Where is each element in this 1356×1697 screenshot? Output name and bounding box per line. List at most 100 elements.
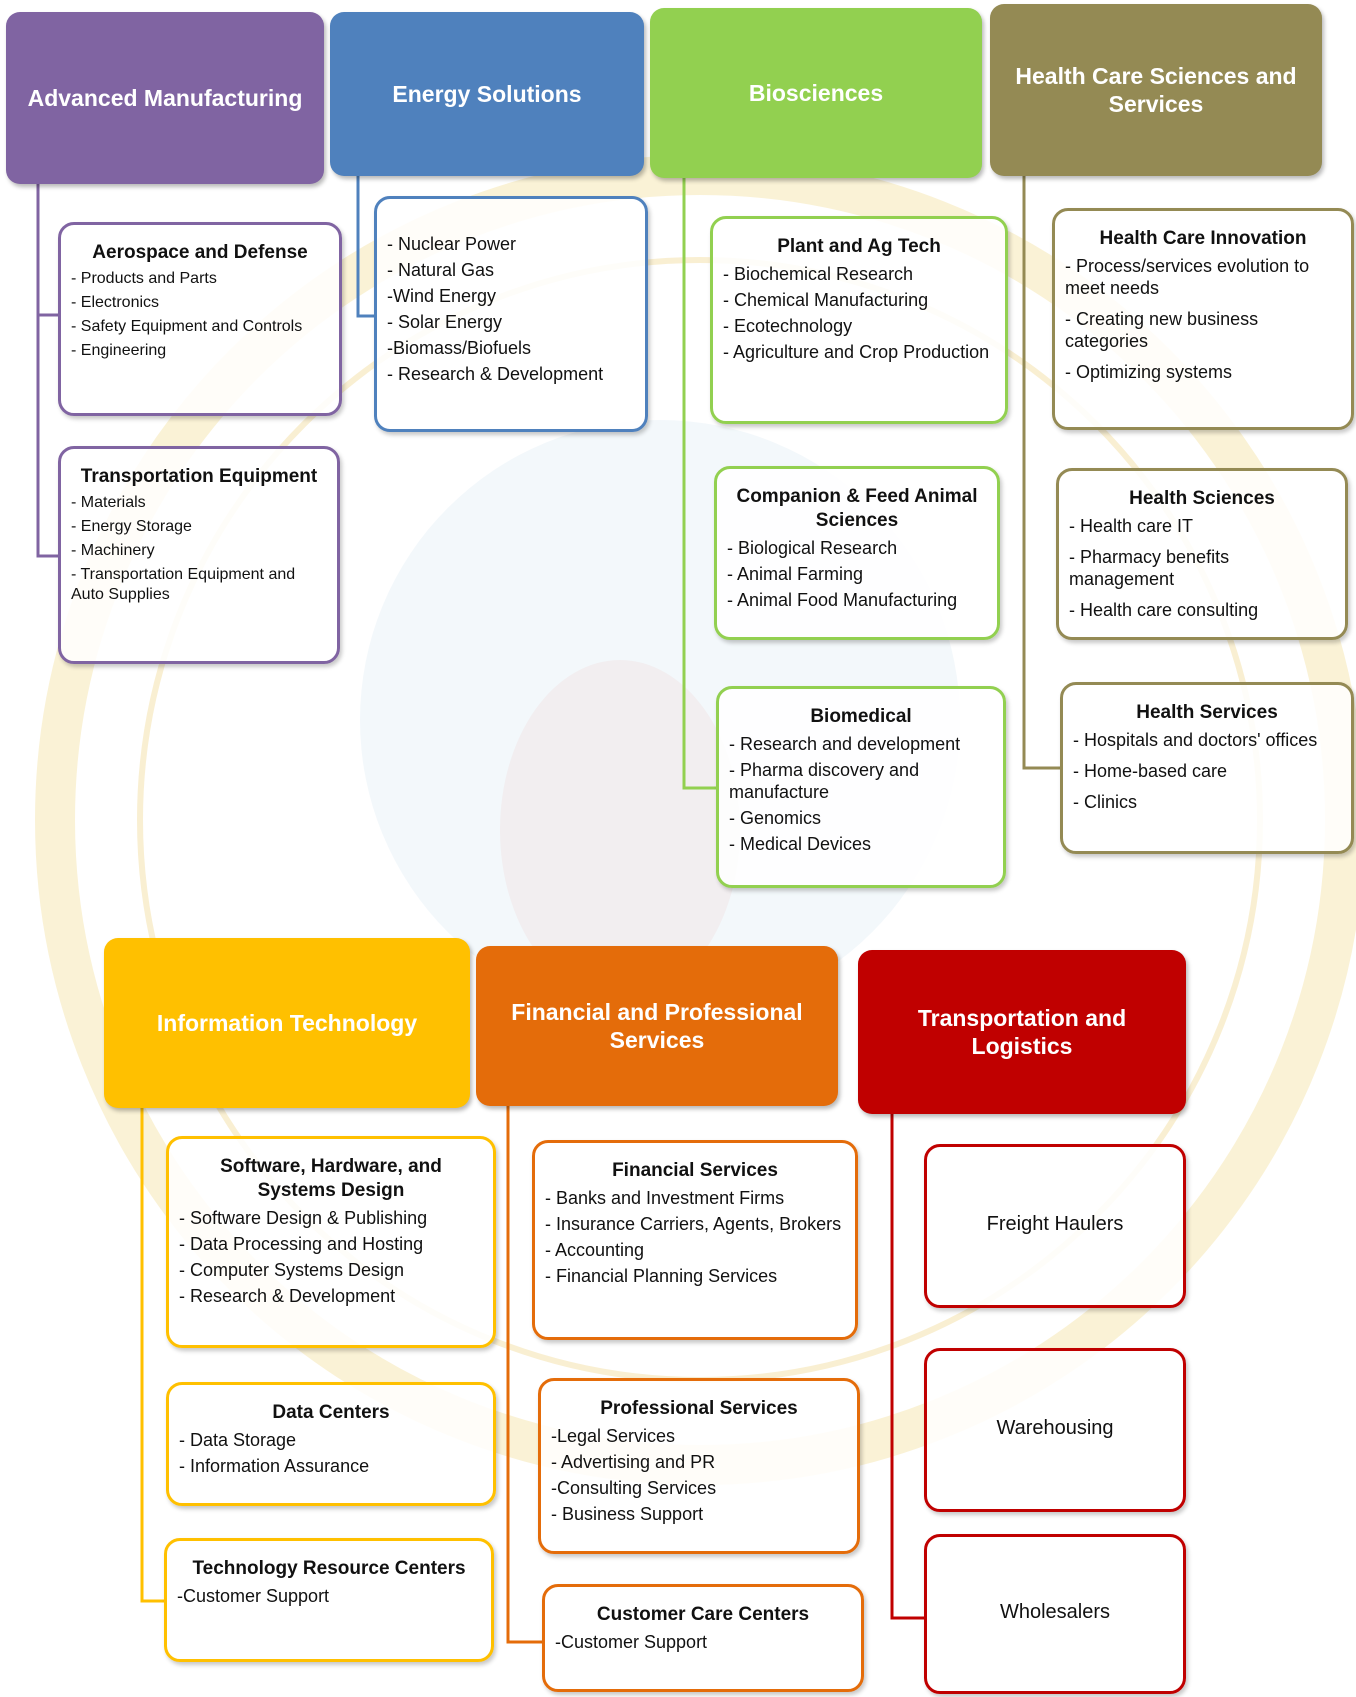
card-title: Transportation Equipment — [80, 466, 318, 487]
card-title: Health Care Innovation — [1099, 228, 1307, 249]
item-list: - Research and development - Pharma disc… — [729, 733, 993, 855]
list-item: - Natural Gas — [387, 260, 495, 280]
card-companion-feed-animal: Companion & Feed Animal Sciences - Biolo… — [714, 466, 1000, 640]
list-item: - Banks and Investment Firms — [545, 1188, 785, 1208]
card-title: Software, Hardware, and Systems Design — [220, 1156, 442, 1201]
list-item: - Energy Storage — [71, 518, 192, 535]
card-freight-haulers: Freight Haulers — [924, 1144, 1186, 1308]
list-item: - Home-based care — [1073, 761, 1228, 781]
list-item: -Wind Energy — [387, 286, 497, 306]
item-list: - Health care IT - Pharmacy benefits man… — [1069, 515, 1335, 621]
card-title: Customer Care Centers — [596, 1604, 810, 1625]
list-item: - Genomics — [729, 808, 822, 828]
list-item: - Research & Development — [179, 1286, 396, 1306]
list-item: -Biomass/Biofuels — [387, 338, 532, 358]
header-financial-professional: Financial and Professional Services — [476, 946, 838, 1106]
list-item: - Biological Research — [727, 538, 898, 558]
card-technology-resource-centers: Technology Resource Centers -Customer Su… — [164, 1538, 494, 1662]
list-item: - Accounting — [545, 1240, 645, 1260]
list-item: - Electronics — [71, 294, 160, 311]
card-aerospace-defense: Aerospace and Defense - Products and Par… — [58, 222, 342, 416]
card-title: Data Centers — [272, 1402, 390, 1423]
card-wholesalers: Wholesalers — [924, 1534, 1186, 1694]
list-item: - Data Processing and Hosting — [179, 1234, 424, 1254]
list-item: - Information Assurance — [179, 1456, 370, 1476]
list-item: - Medical Devices — [729, 834, 872, 854]
list-item: - Process/services evolution to meet nee… — [1065, 256, 1310, 298]
connector-advanced-manufacturing — [36, 180, 60, 558]
list-item: -Legal Services — [551, 1426, 676, 1446]
header-energy-solutions: Energy Solutions — [330, 12, 644, 176]
card-title: Financial Services — [612, 1160, 778, 1181]
card-health-services: Health Services - Hospitals and doctors'… — [1060, 682, 1354, 854]
list-item: - Software Design & Publishing — [179, 1208, 428, 1228]
connector-transportation — [890, 1112, 924, 1620]
card-title: Health Services — [1136, 702, 1278, 723]
card-title: Freight Haulers — [986, 1213, 1124, 1235]
list-item: - Financial Planning Services — [545, 1266, 778, 1286]
item-list: - Software Design & Publishing - Data Pr… — [179, 1207, 483, 1307]
list-item: - Chemical Manufacturing — [723, 290, 929, 310]
card-title: Plant and Ag Tech — [777, 236, 941, 257]
card-title: Biomedical — [810, 706, 912, 727]
list-item: - Data Storage — [179, 1430, 297, 1450]
list-item: - Safety Equipment and Controls — [71, 318, 303, 335]
list-item: -Customer Support — [555, 1632, 708, 1652]
card-health-care-innovation: Health Care Innovation - Process/service… — [1052, 208, 1354, 430]
header-health-care-sciences: Health Care Sciences and Services — [990, 4, 1322, 176]
header-advanced-manufacturing: Advanced Manufacturing — [6, 12, 324, 184]
card-title: Technology Resource Centers — [192, 1558, 466, 1579]
list-item: - Health care consulting — [1069, 600, 1259, 620]
card-title: Wholesalers — [999, 1601, 1111, 1623]
card-title: Professional Services — [600, 1398, 798, 1419]
item-list: - Nuclear Power - Natural Gas -Wind Ener… — [387, 233, 635, 385]
list-item: - Pharma discovery and manufacture — [729, 760, 920, 802]
item-list: -Legal Services - Advertising and PR -Co… — [551, 1425, 847, 1525]
list-item: - Animal Farming — [727, 564, 864, 584]
item-list: - Banks and Investment Firms - Insurance… — [545, 1187, 845, 1287]
card-transportation-equipment: Transportation Equipment - Materials - E… — [58, 446, 340, 664]
list-item: - Engineering — [71, 342, 167, 359]
list-item: - Clinics — [1073, 792, 1138, 812]
list-item: - Hospitals and doctors' offices — [1073, 730, 1318, 750]
list-item: - Transportation Equipment and Auto Supp… — [71, 566, 296, 603]
card-biomedical: Biomedical - Research and development - … — [716, 686, 1006, 888]
list-item: - Solar Energy — [387, 312, 503, 332]
item-list: -Customer Support — [177, 1585, 481, 1607]
item-list: - Process/services evolution to meet nee… — [1065, 255, 1341, 383]
card-energy-list: - Nuclear Power - Natural Gas -Wind Ener… — [374, 196, 648, 432]
list-item: - Biochemical Research — [723, 264, 914, 284]
card-customer-care-centers: Customer Care Centers -Customer Support — [542, 1584, 864, 1692]
list-item: - Advertising and PR — [551, 1452, 716, 1472]
list-item: -Consulting Services — [551, 1478, 717, 1498]
list-item: - Products and Parts — [71, 270, 217, 287]
list-item: - Animal Food Manufacturing — [727, 590, 958, 610]
list-item: - Business Support — [551, 1504, 704, 1524]
card-title: Health Sciences — [1129, 488, 1275, 509]
list-item: - Research & Development — [387, 364, 604, 384]
item-list: - Biological Research - Animal Farming -… — [727, 537, 987, 611]
list-item: - Creating new business categories — [1065, 309, 1259, 351]
list-item: - Optimizing systems — [1065, 362, 1233, 382]
card-warehousing: Warehousing — [924, 1348, 1186, 1512]
card-title: Aerospace and Defense — [92, 242, 308, 263]
card-data-centers: Data Centers - Data Storage - Informatio… — [166, 1382, 496, 1506]
list-item: - Computer Systems Design — [179, 1260, 405, 1280]
list-item: -Customer Support — [177, 1586, 330, 1606]
card-financial-services: Financial Services - Banks and Investmen… — [532, 1140, 858, 1340]
header-transportation-logistics: Transportation and Logistics — [858, 950, 1186, 1114]
item-list: - Hospitals and doctors' offices - Home-… — [1073, 729, 1341, 813]
item-list: - Biochemical Research - Chemical Manufa… — [723, 263, 995, 363]
item-list: - Data Storage - Information Assurance — [179, 1429, 483, 1477]
item-list: - Products and Parts - Electronics - Saf… — [71, 269, 329, 361]
card-title: Warehousing — [996, 1417, 1114, 1439]
list-item: - Health care IT — [1069, 516, 1194, 536]
list-item: - Machinery — [71, 542, 155, 559]
list-item: - Agriculture and Crop Production — [723, 342, 990, 362]
card-plant-ag-tech: Plant and Ag Tech - Biochemical Research… — [710, 216, 1008, 424]
list-item: - Nuclear Power — [387, 234, 517, 254]
card-professional-services: Professional Services -Legal Services - … — [538, 1378, 860, 1554]
list-item: - Pharmacy benefits management — [1069, 547, 1230, 589]
card-software-hardware: Software, Hardware, and Systems Design -… — [166, 1136, 496, 1348]
header-biosciences: Biosciences — [650, 8, 982, 178]
